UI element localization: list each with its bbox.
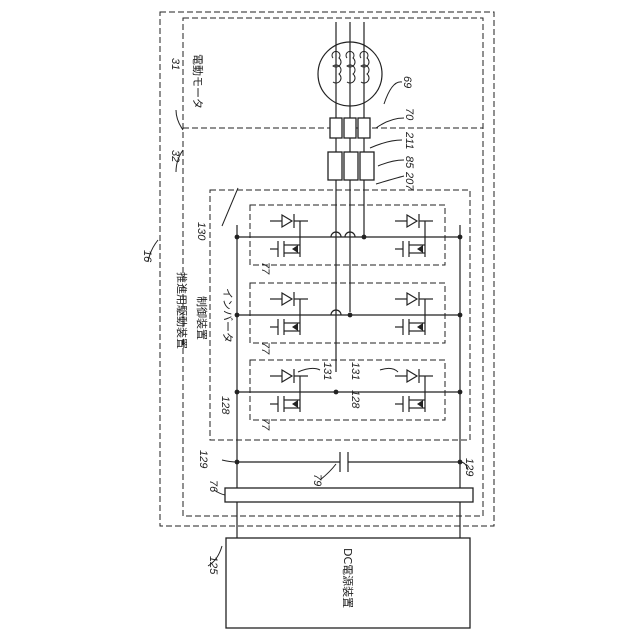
node-left-u [235, 390, 240, 395]
arrow-left-u [292, 400, 298, 408]
ref-32: 32 [169, 150, 181, 162]
node-right-w [458, 235, 463, 240]
node-phase-u [334, 390, 339, 395]
inverter-label: インバータ [221, 288, 234, 343]
ref-76: 76 [207, 480, 219, 493]
dc-power-label: DC電源装置 [341, 548, 355, 608]
ref-130: 130 [195, 222, 207, 241]
ref-129-right: 129 [463, 458, 475, 476]
ref-207: 207 [403, 171, 415, 191]
ref-128-left: 128 [219, 396, 231, 415]
diode-right-u [407, 370, 417, 382]
ref-131-right: 131 [349, 362, 361, 380]
ref-125: 125 [207, 556, 219, 575]
switch-module-w [250, 205, 445, 265]
propulsion-drive-label: 推進用駆動装置 [175, 272, 189, 349]
capacitor-79 [235, 452, 463, 472]
ref-131-left: 131 [321, 362, 333, 380]
arrow-right-u [417, 400, 423, 408]
control-device-label: 制御装置 [195, 296, 209, 340]
node-left-w [235, 235, 240, 240]
ref-31: 31 [169, 58, 181, 70]
busbar-76 [225, 488, 473, 502]
node-left-v [235, 313, 240, 318]
arrow-right-v [417, 323, 423, 331]
inverter-bridge [235, 205, 463, 420]
diode-right-w [407, 215, 417, 227]
ref-77-bottom: 77 [259, 418, 271, 431]
connector-85 [328, 152, 374, 180]
drive-device-boundary [183, 18, 483, 516]
ref-129-left: 129 [197, 450, 209, 468]
switch-module-v [250, 283, 445, 343]
arrow-left-w [292, 245, 298, 253]
diode-left-u [282, 370, 292, 382]
diode-left-v [282, 293, 292, 305]
switch-module-u [250, 360, 445, 420]
node-right-u [458, 390, 463, 395]
node-right-v [458, 313, 463, 318]
ref-85: 85 [403, 156, 415, 169]
ref-128-right: 128 [349, 390, 361, 409]
electric-motor-label: 電動モータ [191, 54, 205, 109]
ref-77-mid: 77 [259, 342, 271, 355]
node-phase-v [348, 313, 353, 318]
ref-79: 79 [311, 474, 323, 486]
ref-69: 69 [401, 76, 413, 88]
diode-left-w [282, 215, 292, 227]
node-phase-w [362, 235, 367, 240]
arrow-left-v [292, 323, 298, 331]
diode-right-v [407, 293, 417, 305]
ref-70: 70 [403, 108, 415, 121]
arrow-right-w [417, 245, 423, 253]
ref-211: 211 [403, 131, 415, 150]
connector-70 [330, 118, 370, 138]
ref-16: 16 [141, 250, 153, 263]
ref-77-top: 77 [259, 262, 271, 275]
